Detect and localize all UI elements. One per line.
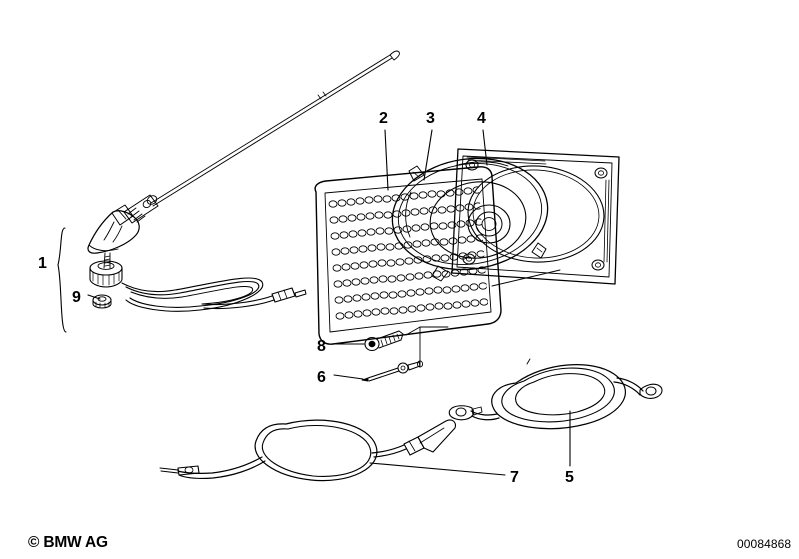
leader-lines: [57, 129, 571, 476]
callout-number-4: 4: [477, 110, 486, 127]
copyright-notice: © BMW AG: [28, 534, 108, 551]
callout-number-9: 9: [72, 289, 81, 306]
callout-number-7: 7: [510, 469, 519, 486]
antenna-base-lead: [121, 277, 307, 312]
antenna-spring-boot: [111, 194, 159, 226]
callout-number-8: 8: [317, 338, 326, 355]
fillister-head-screw: [364, 330, 404, 352]
callout-number-5: 5: [565, 469, 574, 486]
callout-number-6: 6: [317, 369, 326, 386]
rivet-pin: [361, 360, 424, 382]
callout-number-1: 1: [38, 255, 47, 272]
washer-part: [92, 294, 112, 309]
callout-number-2: 2: [379, 110, 388, 127]
antenna-base-foot: [87, 210, 140, 269]
knurled-nut: [89, 260, 123, 288]
speaker-grille: [314, 166, 502, 345]
callout-number-3: 3: [426, 110, 435, 127]
antenna-lead-cable: [159, 419, 456, 482]
ground-strap-coiled: [448, 358, 663, 430]
antenna-mast: [150, 50, 400, 207]
drawing-number: 00084868: [737, 537, 792, 551]
